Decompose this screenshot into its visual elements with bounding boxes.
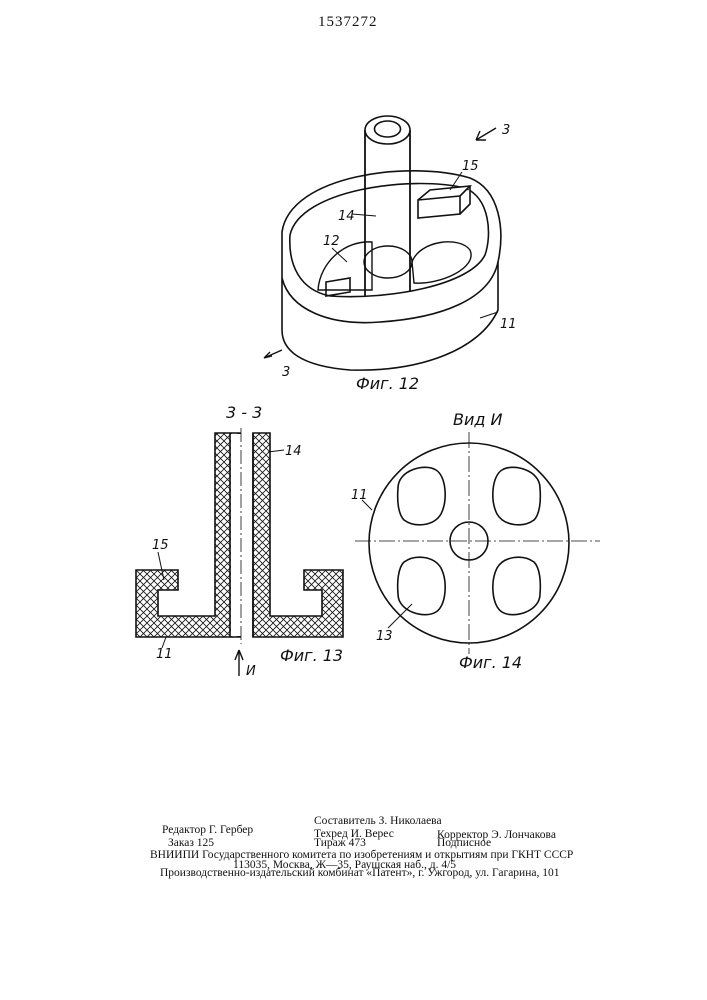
colophon-editor: Редактор Г. Гербер: [162, 824, 253, 837]
colophon-plant: Производственно-издательский комбинат «П…: [160, 867, 559, 880]
figure-12: [264, 116, 501, 370]
fig12-label-14: 14: [338, 209, 355, 224]
fig13-label-14: 14: [285, 444, 302, 459]
fig12-caption: Фиг. 12: [356, 374, 419, 393]
colophon-compiler: Составитель З. Николаева: [314, 815, 442, 828]
window-ledge: [326, 278, 350, 296]
opening-top-right: [493, 467, 540, 524]
leader-12: [332, 248, 347, 262]
view-arrow: [235, 650, 243, 676]
fig13-label-11: 11: [156, 647, 173, 662]
bore: [231, 434, 252, 636]
opening-top-left: [398, 467, 445, 524]
section-body-right: [253, 433, 343, 637]
stop-block: [418, 186, 470, 218]
opening-bottom-right: [493, 557, 540, 614]
opening-bottom-left: [398, 557, 445, 614]
leader-14-13: [388, 604, 412, 628]
fig14-label-11: 11: [351, 488, 368, 503]
floor-opening-right: [412, 242, 471, 283]
figure-14: [355, 432, 600, 654]
cup-front-edge: [282, 262, 498, 323]
section-body-left: [136, 433, 240, 637]
fig14-view-title: Вид И: [453, 410, 503, 429]
fig13-view-arrow-label: И: [246, 664, 256, 679]
fig14-label-13: 13: [376, 629, 393, 644]
section-mark-bottom: [264, 350, 282, 358]
fig13-section-title: 3 - 3: [226, 403, 262, 422]
fig13-label-15: 15: [152, 538, 169, 553]
fig14-caption: Фиг. 14: [459, 653, 522, 672]
fig12-section-mark-bottom: 3: [282, 365, 290, 380]
floor-hub: [364, 246, 412, 278]
fig12-label-12: 12: [323, 234, 340, 249]
section-mark-top: [476, 128, 496, 140]
fig12-section-mark-top: 3: [502, 123, 510, 138]
leader-14: [352, 214, 376, 216]
fig12-label-11: 11: [500, 317, 517, 332]
fig12-label-15: 15: [462, 159, 479, 174]
fig13-caption: Фиг. 13: [280, 646, 343, 665]
